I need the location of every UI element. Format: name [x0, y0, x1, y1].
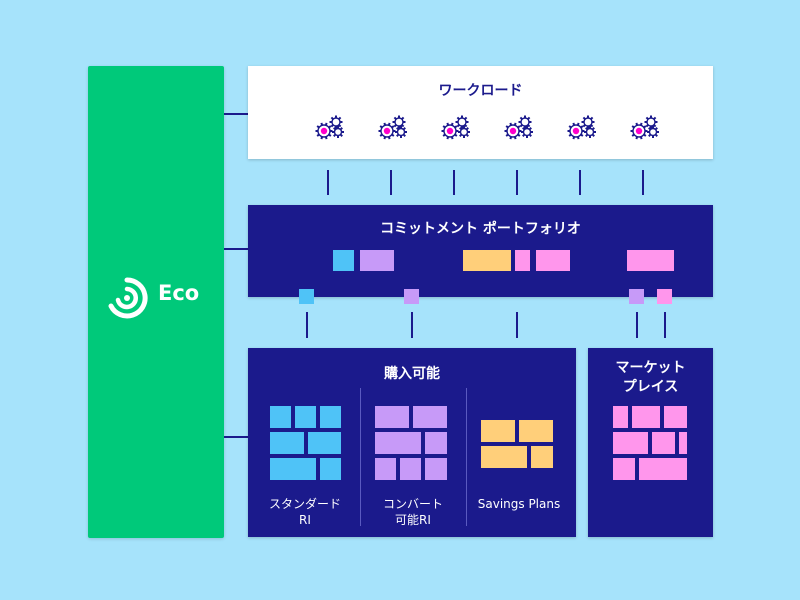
convertible-ri-label: コンバート 可能RI: [382, 497, 443, 527]
portfolio-chip-purple: [404, 289, 419, 304]
eco-logo-icon: [108, 277, 148, 319]
connector: [664, 312, 666, 338]
connector: [516, 312, 518, 338]
column-divider: [466, 388, 467, 526]
marketplace-block: [639, 458, 687, 480]
standard-ri-block: [308, 432, 341, 454]
portfolio-block-pink: [536, 250, 570, 271]
standard-ri-block: [270, 406, 291, 428]
connector: [642, 170, 644, 195]
standard-ri-block: [270, 432, 304, 454]
connector: [224, 436, 248, 438]
connector: [579, 170, 581, 195]
marketplace-block: [632, 406, 660, 428]
connector: [516, 170, 518, 195]
column-divider: [360, 388, 361, 526]
connector: [453, 170, 455, 195]
eco-label: Eco: [158, 281, 200, 305]
connector: [327, 170, 329, 195]
convertible-ri-block: [400, 458, 421, 480]
workload-box: [248, 66, 713, 159]
convertible-ri-block: [375, 458, 396, 480]
portfolio-chip-pink: [657, 289, 672, 304]
portfolio-title: コミットメント ポートフォリオ: [380, 221, 581, 237]
marketplace-block: [613, 458, 635, 480]
portfolio-block-pink: [627, 250, 674, 271]
gears-icon: [439, 114, 471, 144]
marketplace-box: [588, 348, 713, 537]
marketplace-block: [652, 432, 675, 454]
convertible-ri-block: [413, 406, 447, 428]
connector: [636, 312, 638, 338]
standard-ri-block: [270, 458, 316, 480]
savings-plans-label: Savings Plans: [477, 497, 561, 511]
savings-plans-block: [519, 420, 553, 442]
standard-ri-block: [320, 406, 341, 428]
gears-icon: [628, 114, 660, 144]
portfolio-chip-purple: [629, 289, 644, 304]
convertible-ri-block: [375, 432, 421, 454]
marketplace-block: [679, 432, 687, 454]
workload-title: ワークロード: [438, 83, 523, 99]
portfolio-chip-blue: [299, 289, 314, 304]
portfolio-block-purple: [360, 250, 394, 271]
convertible-ri-block: [425, 432, 447, 454]
standard-ri-label: スタンダード RI: [268, 497, 341, 527]
connector: [390, 170, 392, 195]
gears-icon: [502, 114, 534, 144]
marketplace-block: [613, 432, 648, 454]
convertible-ri-block: [375, 406, 409, 428]
standard-ri-block: [320, 458, 341, 480]
marketplace-block: [613, 406, 628, 428]
gears-icon: [376, 114, 408, 144]
savings-plans-block: [481, 420, 515, 442]
connector: [411, 312, 413, 338]
standard-ri-block: [295, 406, 316, 428]
portfolio-block-pink: [515, 250, 530, 271]
portfolio-block-blue: [333, 250, 354, 271]
savings-plans-block: [481, 446, 527, 468]
eco-panel: [88, 66, 224, 538]
portfolio-block-orange: [463, 250, 511, 271]
gears-icon: [565, 114, 597, 144]
connector: [224, 113, 248, 115]
connector: [306, 312, 308, 338]
gears-icon: [313, 114, 345, 144]
marketplace-title: マーケット プレイス: [615, 360, 686, 395]
connector: [224, 248, 248, 250]
convertible-ri-block: [425, 458, 447, 480]
savings-plans-block: [531, 446, 553, 468]
marketplace-block: [664, 406, 687, 428]
purchasable-title: 購入可能: [384, 366, 440, 382]
